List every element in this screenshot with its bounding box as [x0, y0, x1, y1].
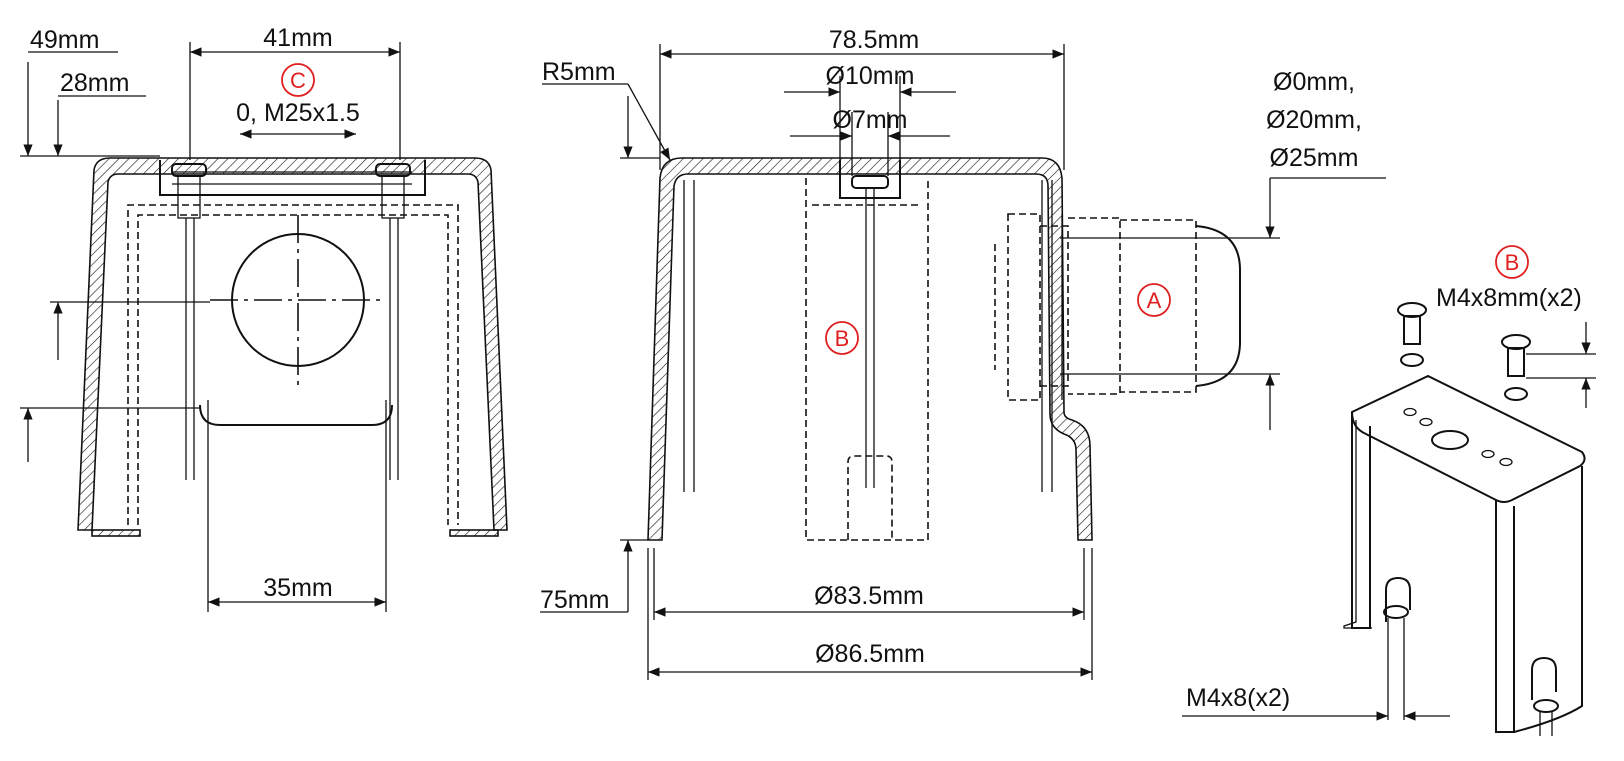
cable-gland	[994, 213, 1280, 401]
dim-49mm: 49mm	[30, 26, 99, 54]
dim-78-5mm: 78.5mm	[829, 26, 919, 54]
dim-d83-5mm: Ø83.5mm	[814, 582, 924, 610]
callout-c: C	[290, 68, 306, 93]
right-view-bracket: B M4x8mm(x2)	[1182, 245, 1596, 736]
left-top-insert	[159, 160, 426, 196]
dim-75mm: 75mm	[540, 586, 609, 614]
dim-d7mm: Ø7mm	[833, 106, 908, 134]
bracket-screw-2	[1501, 334, 1531, 401]
gland-dim-line1: Ø0mm,	[1273, 68, 1355, 96]
bracket-body	[1350, 374, 1586, 503]
middle-top-insert	[839, 160, 901, 199]
left-inner-frame	[127, 204, 459, 525]
left-top-insert-inner	[172, 171, 412, 185]
dim-d10mm: Ø10mm	[826, 62, 915, 90]
left-screw-left	[171, 163, 207, 480]
dim-35mm: 35mm	[263, 574, 332, 602]
gland-dim-line2: Ø20mm,	[1266, 106, 1362, 134]
bracket-screw-1	[1397, 302, 1427, 367]
left-lower-window	[199, 404, 393, 426]
middle-view: B A Ø0mm, Ø20mm, Ø25mm 78.5mm Ø10mm	[540, 26, 1386, 680]
left-screw-right	[375, 163, 411, 480]
left-shell-outer	[77, 157, 508, 531]
dim-41mm: 41mm	[263, 24, 332, 52]
screw-top-label: M4x8mm(x2)	[1436, 284, 1582, 312]
gland-dim-line3: Ø25mm	[1270, 144, 1359, 172]
dim-d86-5mm: Ø86.5mm	[815, 640, 925, 668]
callout-b-right: B	[1505, 250, 1520, 275]
dim-28mm: 28mm	[60, 69, 129, 97]
left-inner-frame-2	[137, 214, 449, 525]
left-view: 49mm 28mm 41mm C 0, M25x1.5 35mm	[20, 24, 508, 612]
screw-bottom-label: M4x8(x2)	[1186, 684, 1290, 712]
callout-a: A	[1147, 288, 1162, 313]
callout-b-middle: B	[835, 326, 850, 351]
thread-label: 0, M25x1.5	[236, 99, 360, 127]
dim-r5mm: R5mm	[542, 58, 616, 86]
middle-shell	[647, 157, 1093, 541]
